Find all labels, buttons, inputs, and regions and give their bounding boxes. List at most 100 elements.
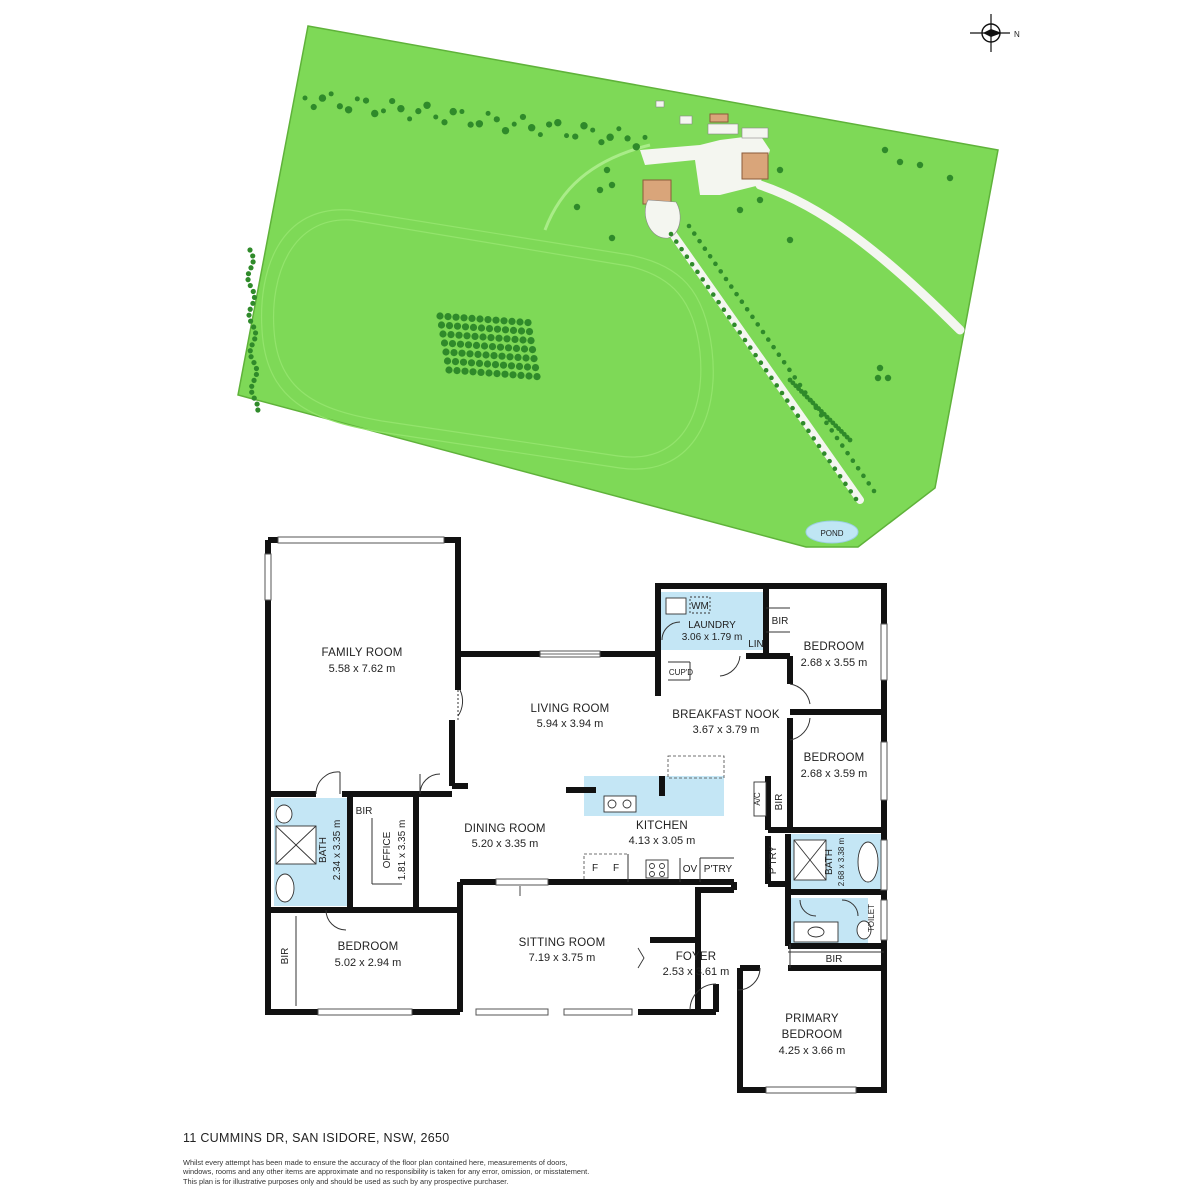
tree-icon (546, 121, 553, 128)
tree-icon (572, 133, 579, 140)
tree-icon (248, 318, 254, 324)
disclaimer-line-1: Whilst every attempt has been made to en… (183, 1158, 568, 1167)
tree-icon (247, 247, 253, 253)
tree-icon (726, 314, 732, 320)
tree-icon (695, 269, 700, 275)
tree-icon (684, 254, 690, 260)
tree-icon (498, 352, 506, 360)
tree-icon (832, 466, 838, 472)
tree-icon (443, 357, 452, 365)
tree-icon (758, 360, 764, 366)
tree-icon (248, 354, 254, 360)
tree-icon (896, 158, 904, 166)
tree-icon (742, 337, 748, 343)
bath-east-name: BATH (824, 849, 835, 875)
driveway (666, 226, 864, 504)
tree-icon (848, 489, 854, 494)
bath-east-dims: 2.68 x 3.38 m (837, 837, 846, 886)
tree-icon (509, 371, 517, 379)
bir-label-office: BIR (356, 806, 373, 817)
tree-icon (458, 349, 466, 357)
tree-icon (853, 496, 859, 502)
tree-icon (380, 108, 386, 114)
tree-icon (564, 133, 570, 139)
sitting-room-dims: 7.19 x 3.75 m (529, 952, 596, 964)
tree-icon (485, 325, 494, 333)
tree-icon (436, 312, 444, 320)
tree-icon (503, 335, 511, 343)
basin-icon-west (275, 873, 295, 903)
bir-label-primary: BIR (826, 954, 843, 965)
disclaimer: Whilst every attempt has been made to en… (183, 1158, 703, 1186)
compass-icon (970, 14, 1010, 52)
tree-icon (415, 108, 422, 115)
tree-icon (459, 358, 468, 366)
tree-icon (249, 342, 255, 348)
ac-unit-icon (753, 781, 767, 817)
side-drive (755, 180, 965, 335)
tree-icon (537, 132, 543, 138)
compass-north-label: N (1014, 30, 1020, 39)
tree-icon (484, 316, 492, 324)
tree-icon (632, 143, 640, 151)
tree-icon (511, 335, 519, 343)
toilet-label: TOILET (867, 904, 876, 932)
tree-icon (524, 319, 532, 327)
living-room-dims: 5.94 x 3.94 m (537, 718, 604, 730)
tree-icon (252, 336, 258, 342)
tree-icon (866, 481, 872, 486)
tree-icon (499, 361, 508, 369)
tree-icon (464, 341, 473, 349)
family-room-name: FAMILY ROOM (321, 647, 402, 659)
tree-icon (781, 359, 787, 365)
bedroom-sw-dims: 5.02 x 2.94 m (335, 957, 402, 969)
tree-icon (504, 344, 513, 352)
tree-icon (790, 405, 795, 411)
tree-icon (471, 332, 479, 340)
lin-label: LIN (748, 639, 764, 650)
foyer-dims: 2.53 x 3.61 m (663, 966, 730, 978)
tree-icon (827, 458, 832, 464)
tree-icon (448, 340, 457, 348)
tree-icon (580, 122, 588, 130)
tree-icon (250, 259, 256, 265)
room-labels: FAMILY ROOM 5.58 x 7.62 m LIVING ROOM 5.… (318, 620, 867, 1057)
tree-icon (245, 271, 252, 277)
tree-icon (525, 328, 534, 336)
tree-icon (310, 103, 317, 111)
tree-icon (493, 370, 501, 378)
tree-icon (302, 95, 308, 101)
tree-icon (824, 420, 829, 426)
tree-icon (845, 450, 850, 456)
floor-plan: FAMILY ROOM 5.58 x 7.62 m LIVING ROOM 5.… (264, 536, 888, 1094)
tree-icon (843, 481, 848, 487)
tree-icon (441, 119, 448, 126)
tree-icon (476, 315, 484, 323)
tree-icon (248, 265, 254, 271)
tree-icon (756, 196, 764, 204)
tree-icon (475, 359, 484, 367)
tree-icon (721, 307, 727, 313)
tree-icon (774, 383, 780, 388)
pantry-label-east: P'TRY (768, 845, 779, 874)
bedroom-e-name: BEDROOM (804, 752, 865, 764)
wm-label: WM (691, 601, 709, 612)
tree-icon (834, 435, 840, 441)
tree-icon (491, 361, 500, 369)
tree-icon (806, 428, 811, 434)
tree-icon (737, 330, 743, 335)
tree-icon (445, 366, 453, 374)
tree-icon (776, 352, 782, 358)
tree-icon (739, 299, 745, 305)
primary-bedroom-name-2: BEDROOM (782, 1029, 843, 1041)
tree-icon (673, 239, 679, 244)
bath-west-name: BATH (318, 837, 329, 863)
tree-icon (511, 121, 517, 127)
tree-icon (855, 465, 861, 471)
tree-icon (493, 116, 500, 123)
tree-icon (507, 362, 516, 370)
bedroom-sw-name: BEDROOM (338, 941, 399, 953)
tree-icon (744, 306, 750, 312)
disclaimer-line-2: windows, rooms and any other items are a… (183, 1167, 590, 1177)
